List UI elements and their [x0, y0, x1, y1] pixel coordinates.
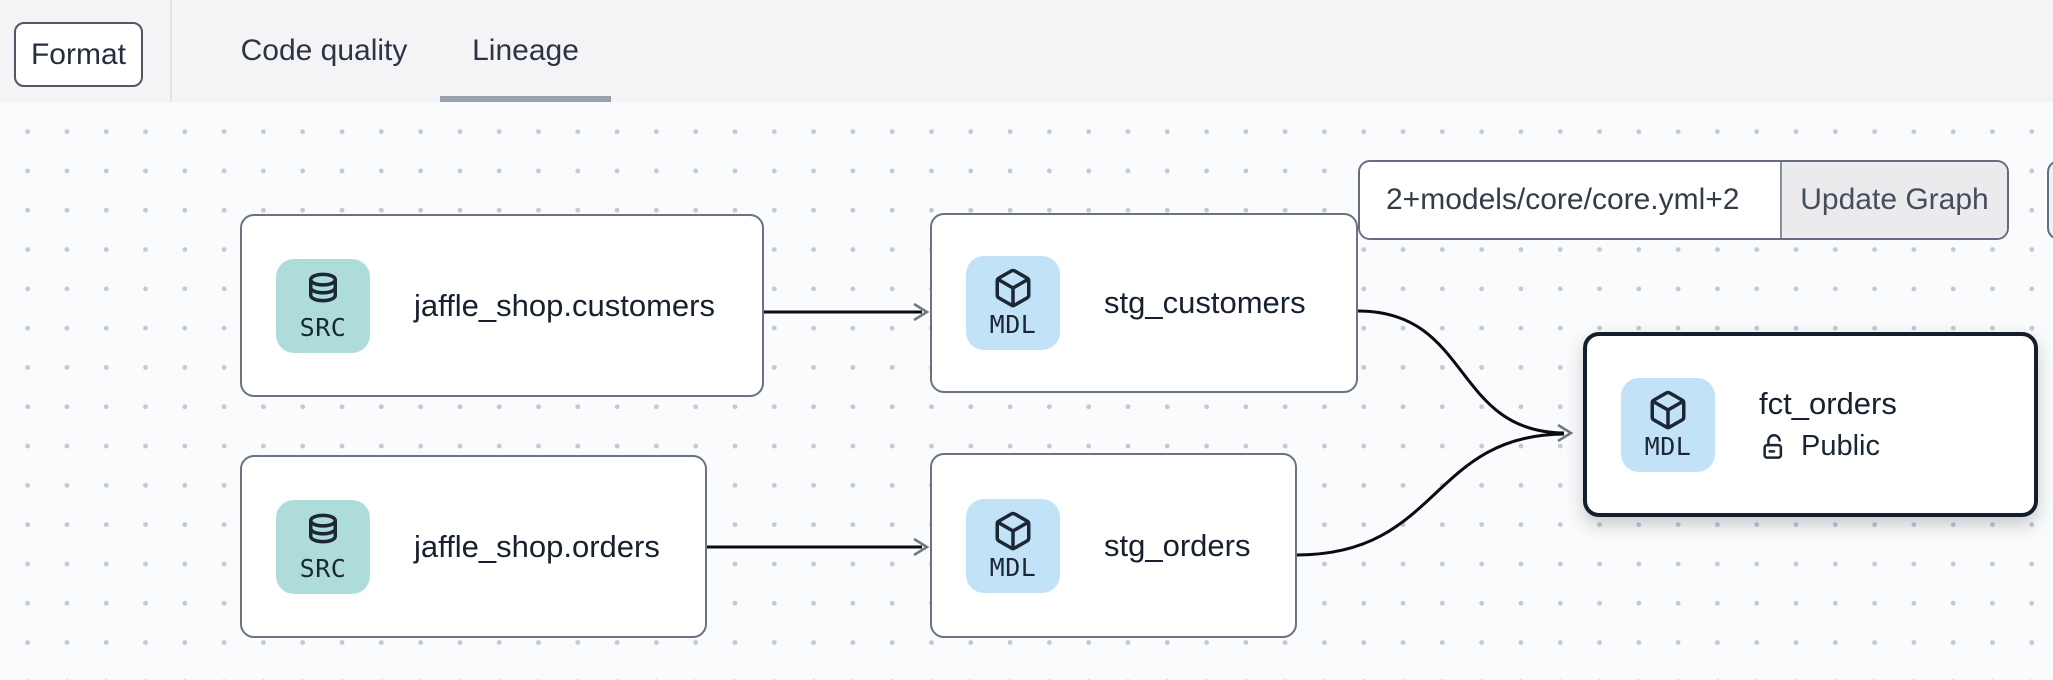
node-label: jaffle_shop.customers — [414, 287, 715, 323]
graph-controls: 2+models/core/core.yml+2 Update Graph — [1358, 160, 2009, 240]
node-stg-orders[interactable]: MDL stg_orders — [930, 453, 1297, 638]
source-icon-tile: SRC — [276, 258, 370, 353]
node-label: stg_customers — [1104, 285, 1306, 320]
format-button[interactable]: Format — [14, 22, 143, 87]
node-type-badge: MDL — [989, 310, 1037, 339]
lock-open-icon — [1763, 433, 1783, 459]
edge-stg-orders-fct-orders — [1296, 432, 1565, 557]
model-icon-tile: MDL — [1621, 377, 1715, 472]
clipped-control-button[interactable] — [2047, 160, 2053, 240]
model-selector-input[interactable]: 2+models/core/core.yml+2 — [1360, 162, 1780, 238]
lineage-canvas[interactable]: SRC jaffle_shop.customers MDL stg_custom… — [0, 102, 2053, 680]
tab-lineage-label: Lineage — [472, 34, 579, 67]
cube-icon — [995, 511, 1031, 550]
tab-code-quality-label: Code quality — [240, 34, 408, 67]
arrowhead-icon — [913, 537, 930, 557]
toolbar: Format Code quality Lineage — [0, 0, 2053, 102]
tab-lineage[interactable]: Lineage — [440, 0, 611, 102]
node-label: stg_orders — [1104, 527, 1251, 563]
node-label: fct_orders — [1759, 386, 1897, 421]
toolbar-divider — [170, 0, 172, 102]
tab-code-quality[interactable]: Code quality — [212, 0, 436, 102]
lineage-edges — [707, 302, 1574, 557]
access-label: Public — [1801, 430, 1880, 462]
arrowhead-icon — [1557, 423, 1574, 443]
node-type-badge: SRC — [299, 312, 347, 342]
cube-icon — [1650, 390, 1686, 429]
access-row: Public — [1759, 430, 1897, 463]
model-icon-tile: MDL — [966, 498, 1060, 593]
cube-icon — [995, 268, 1031, 308]
node-fct-orders[interactable]: MDL fct_orders Public — [1583, 332, 2038, 517]
node-label: jaffle_shop.orders — [414, 528, 660, 564]
node-jaffle-shop-orders[interactable]: SRC jaffle_shop.orders — [240, 455, 707, 638]
source-icon-tile: SRC — [276, 499, 370, 594]
node-type-badge: MDL — [989, 552, 1037, 582]
node-type-badge: MDL — [1644, 431, 1692, 461]
node-text: fct_orders Public — [1759, 386, 1897, 463]
node-stg-customers[interactable]: MDL stg_customers — [930, 213, 1358, 393]
database-icon — [309, 513, 337, 543]
arrowhead-icon — [913, 302, 930, 322]
update-graph-button[interactable]: Update Graph — [1780, 162, 2007, 238]
node-jaffle-shop-customers[interactable]: SRC jaffle_shop.customers — [240, 214, 764, 397]
node-type-badge: SRC — [299, 553, 347, 583]
model-icon-tile: MDL — [966, 256, 1060, 350]
edge-stg-customers-fct-orders — [1357, 309, 1565, 435]
database-icon — [309, 272, 337, 302]
